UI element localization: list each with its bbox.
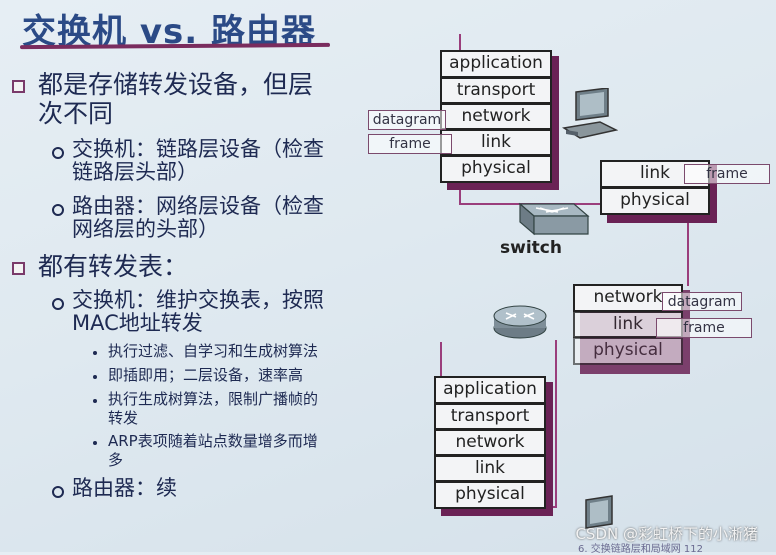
dot-bullet-icon xyxy=(93,399,97,403)
square-bullet-icon xyxy=(12,80,25,93)
point-spanning-tree-cont: 转发 xyxy=(108,409,139,427)
frame-header-label: frame xyxy=(656,318,752,338)
datagram-header-label: datagram xyxy=(368,110,446,130)
router-icon xyxy=(493,305,547,339)
watermark: CSDN @彩虹桥下的小淅猪 xyxy=(575,525,758,543)
layer-link: link xyxy=(440,129,552,156)
dot-bullet-icon xyxy=(93,375,97,379)
sub-router-layer: 路由器：网络层设备（检查 xyxy=(72,194,324,218)
layer-transport: transport xyxy=(440,77,552,104)
square-bullet-icon xyxy=(12,262,25,275)
sub-router-cont: 路由器：续 xyxy=(72,476,177,500)
layer-link: link xyxy=(434,455,546,482)
slide-footer: 6. 交换链路层和局域网 112 xyxy=(578,544,703,555)
bullet-store-forward-cont: 次不同 xyxy=(38,99,114,128)
layer-network: network xyxy=(434,429,546,456)
layer-physical: physical xyxy=(440,155,552,183)
bullet-store-forward: 都是存储转发设备，但层 xyxy=(38,70,314,99)
sub-router-layer-cont: 网络层的头部） xyxy=(72,217,219,241)
point-arp: ARP表项随着站点数量增多而增 xyxy=(108,432,318,450)
sub-switch-table: 交换机：维护交换表，按照 xyxy=(72,288,324,312)
frame-header-label: frame xyxy=(368,134,452,154)
circle-bullet-icon xyxy=(52,486,64,498)
computer-icon xyxy=(585,495,613,529)
sub-switch-table-cont: MAC地址转发 xyxy=(72,311,203,335)
switch-icon xyxy=(518,202,590,236)
dot-bullet-icon xyxy=(93,351,97,355)
sub-switch-layer-cont: 链路层头部） xyxy=(72,160,198,184)
layer-network: network xyxy=(440,103,552,130)
point-arp-cont: 多 xyxy=(108,451,124,469)
layer-application: application xyxy=(440,50,552,78)
point-spanning-tree: 执行生成树算法，限制广播帧的 xyxy=(108,390,319,408)
switch-label: switch xyxy=(500,238,562,258)
frame-header-label: frame xyxy=(684,164,770,184)
circle-bullet-icon xyxy=(52,147,64,159)
sub-switch-layer: 交换机：链路层设备（检查 xyxy=(72,137,324,161)
switch-layer-physical: physical xyxy=(600,187,710,215)
layer-transport: transport xyxy=(434,403,546,430)
circle-bullet-icon xyxy=(52,204,64,216)
layer-application: application xyxy=(434,376,546,404)
computer-icon xyxy=(562,88,618,139)
layer-physical: physical xyxy=(434,481,546,509)
bullet-forwarding-table: 都有转发表： xyxy=(38,252,189,281)
circle-bullet-icon xyxy=(52,298,64,310)
path-line xyxy=(687,186,689,286)
point-filter: 执行过滤、自学习和生成树算法 xyxy=(108,342,319,360)
router-layer-physical: physical xyxy=(573,337,683,365)
dot-bullet-icon xyxy=(93,441,97,445)
path-line xyxy=(555,340,557,508)
point-plug-play: 即插即用；二层设备，速率高 xyxy=(108,366,304,384)
datagram-header-label: datagram xyxy=(662,292,742,311)
